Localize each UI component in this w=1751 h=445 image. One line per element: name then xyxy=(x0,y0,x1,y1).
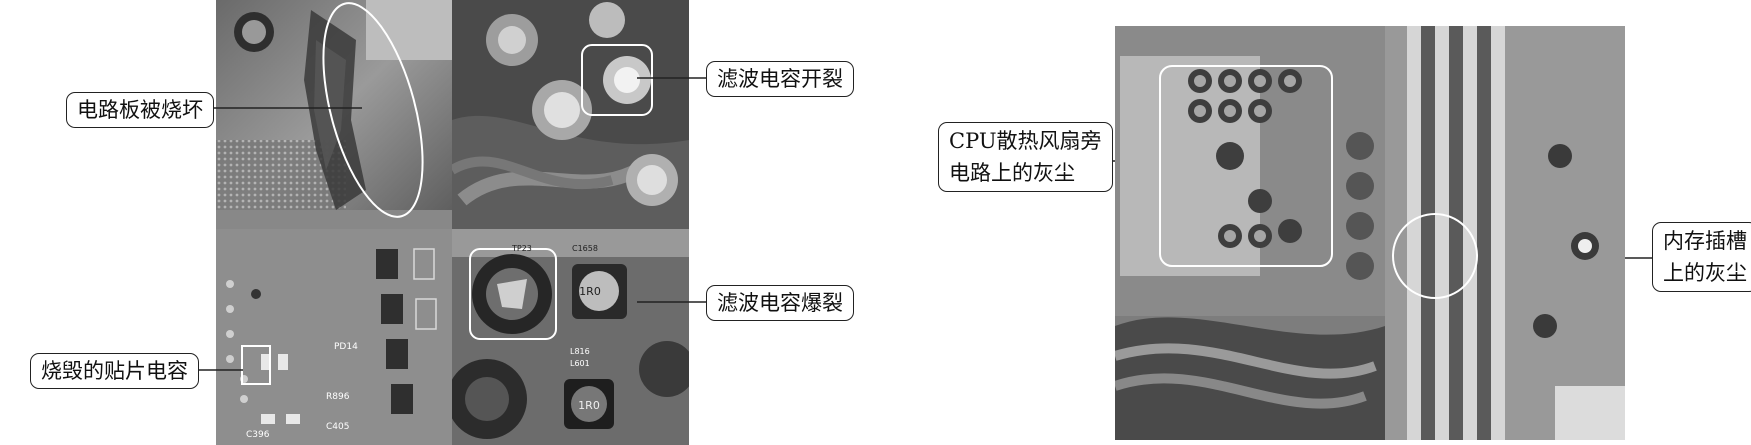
label-cpu-fan-dust-line2: 电路上的灰尘 xyxy=(949,161,1075,185)
marking-r896: R896 xyxy=(326,392,350,402)
label-ram-slot-dust: 内存插槽 上的灰尘 xyxy=(1652,222,1751,292)
marking-c1658: C1658 xyxy=(572,244,598,253)
inductor-marking-2: 1R0 xyxy=(578,399,600,412)
label-cpu-fan-dust-line1: CPU散热风扇旁 xyxy=(949,129,1102,153)
label-ram-slot-dust-line2: 上的灰尘 xyxy=(1663,261,1747,285)
inductor-marking-1: 1R0 xyxy=(579,285,601,298)
label-burned-board: 电路板被烧坏 xyxy=(66,92,214,128)
label-cracked-capacitor: 滤波电容开裂 xyxy=(706,61,854,97)
label-cpu-fan-dust: CPU散热风扇旁 电路上的灰尘 xyxy=(938,122,1113,192)
label-exploded-capacitor: 滤波电容爆裂 xyxy=(706,285,854,321)
marking-pd14: PD14 xyxy=(334,342,358,352)
marking-c396: C396 xyxy=(246,430,270,440)
marking-c405: C405 xyxy=(326,422,349,432)
marking-tp23: TP23 xyxy=(511,244,532,253)
marking-l601: L601 xyxy=(570,359,590,368)
photo-burned-smd-capacitor: R896 C396 C405 PD14 xyxy=(216,229,452,445)
marking-l816: L816 xyxy=(570,347,590,356)
photo-burned-board xyxy=(216,0,452,229)
label-ram-slot-dust-line1: 内存插槽 xyxy=(1663,229,1747,253)
photo-motherboard-dust xyxy=(1115,26,1625,440)
label-burned-smd-capacitor: 烧毁的贴片电容 xyxy=(30,353,199,389)
photo-cracked-capacitor xyxy=(452,0,689,229)
photo-exploded-capacitor: TP23 C1658 L816 L601 1R0 1R0 xyxy=(452,229,689,445)
